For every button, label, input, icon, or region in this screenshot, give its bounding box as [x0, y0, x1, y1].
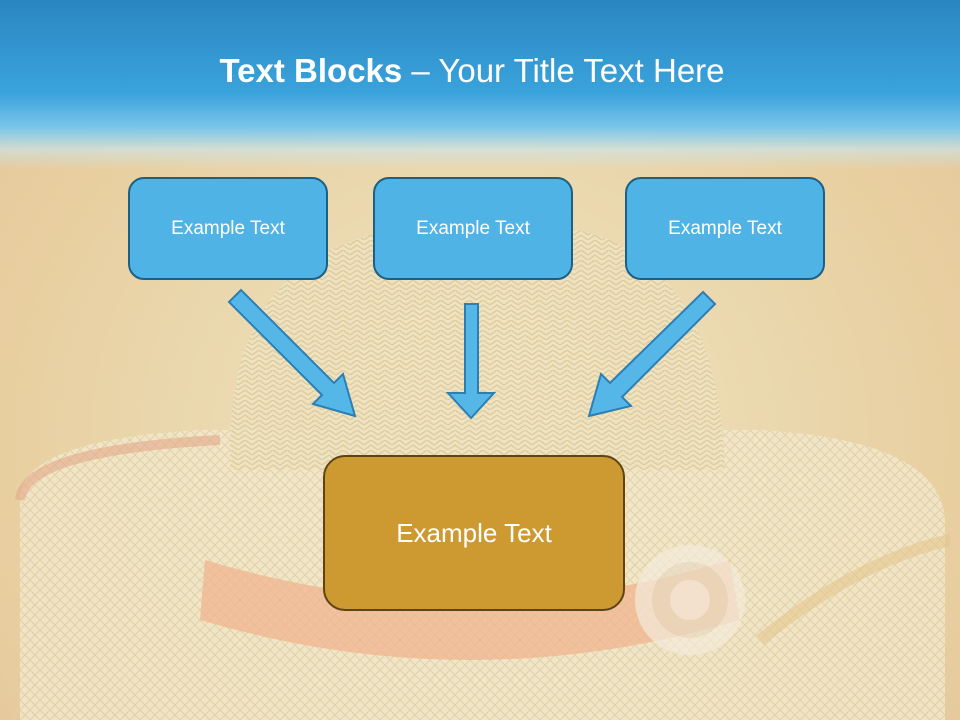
text-block-1[interactable]: Example Text [128, 177, 328, 280]
text-block-3[interactable]: Example Text [625, 177, 825, 280]
header-band [0, 0, 960, 170]
text-block-2[interactable]: Example Text [373, 177, 573, 280]
title-bold: Text Blocks [219, 52, 403, 89]
center-text-block[interactable]: Example Text [323, 455, 625, 611]
title-rest: Your Title Text Here [438, 52, 725, 89]
slide-title: Text Blocks – Your Title Text Here [0, 52, 944, 90]
title-dash: – [402, 52, 439, 89]
